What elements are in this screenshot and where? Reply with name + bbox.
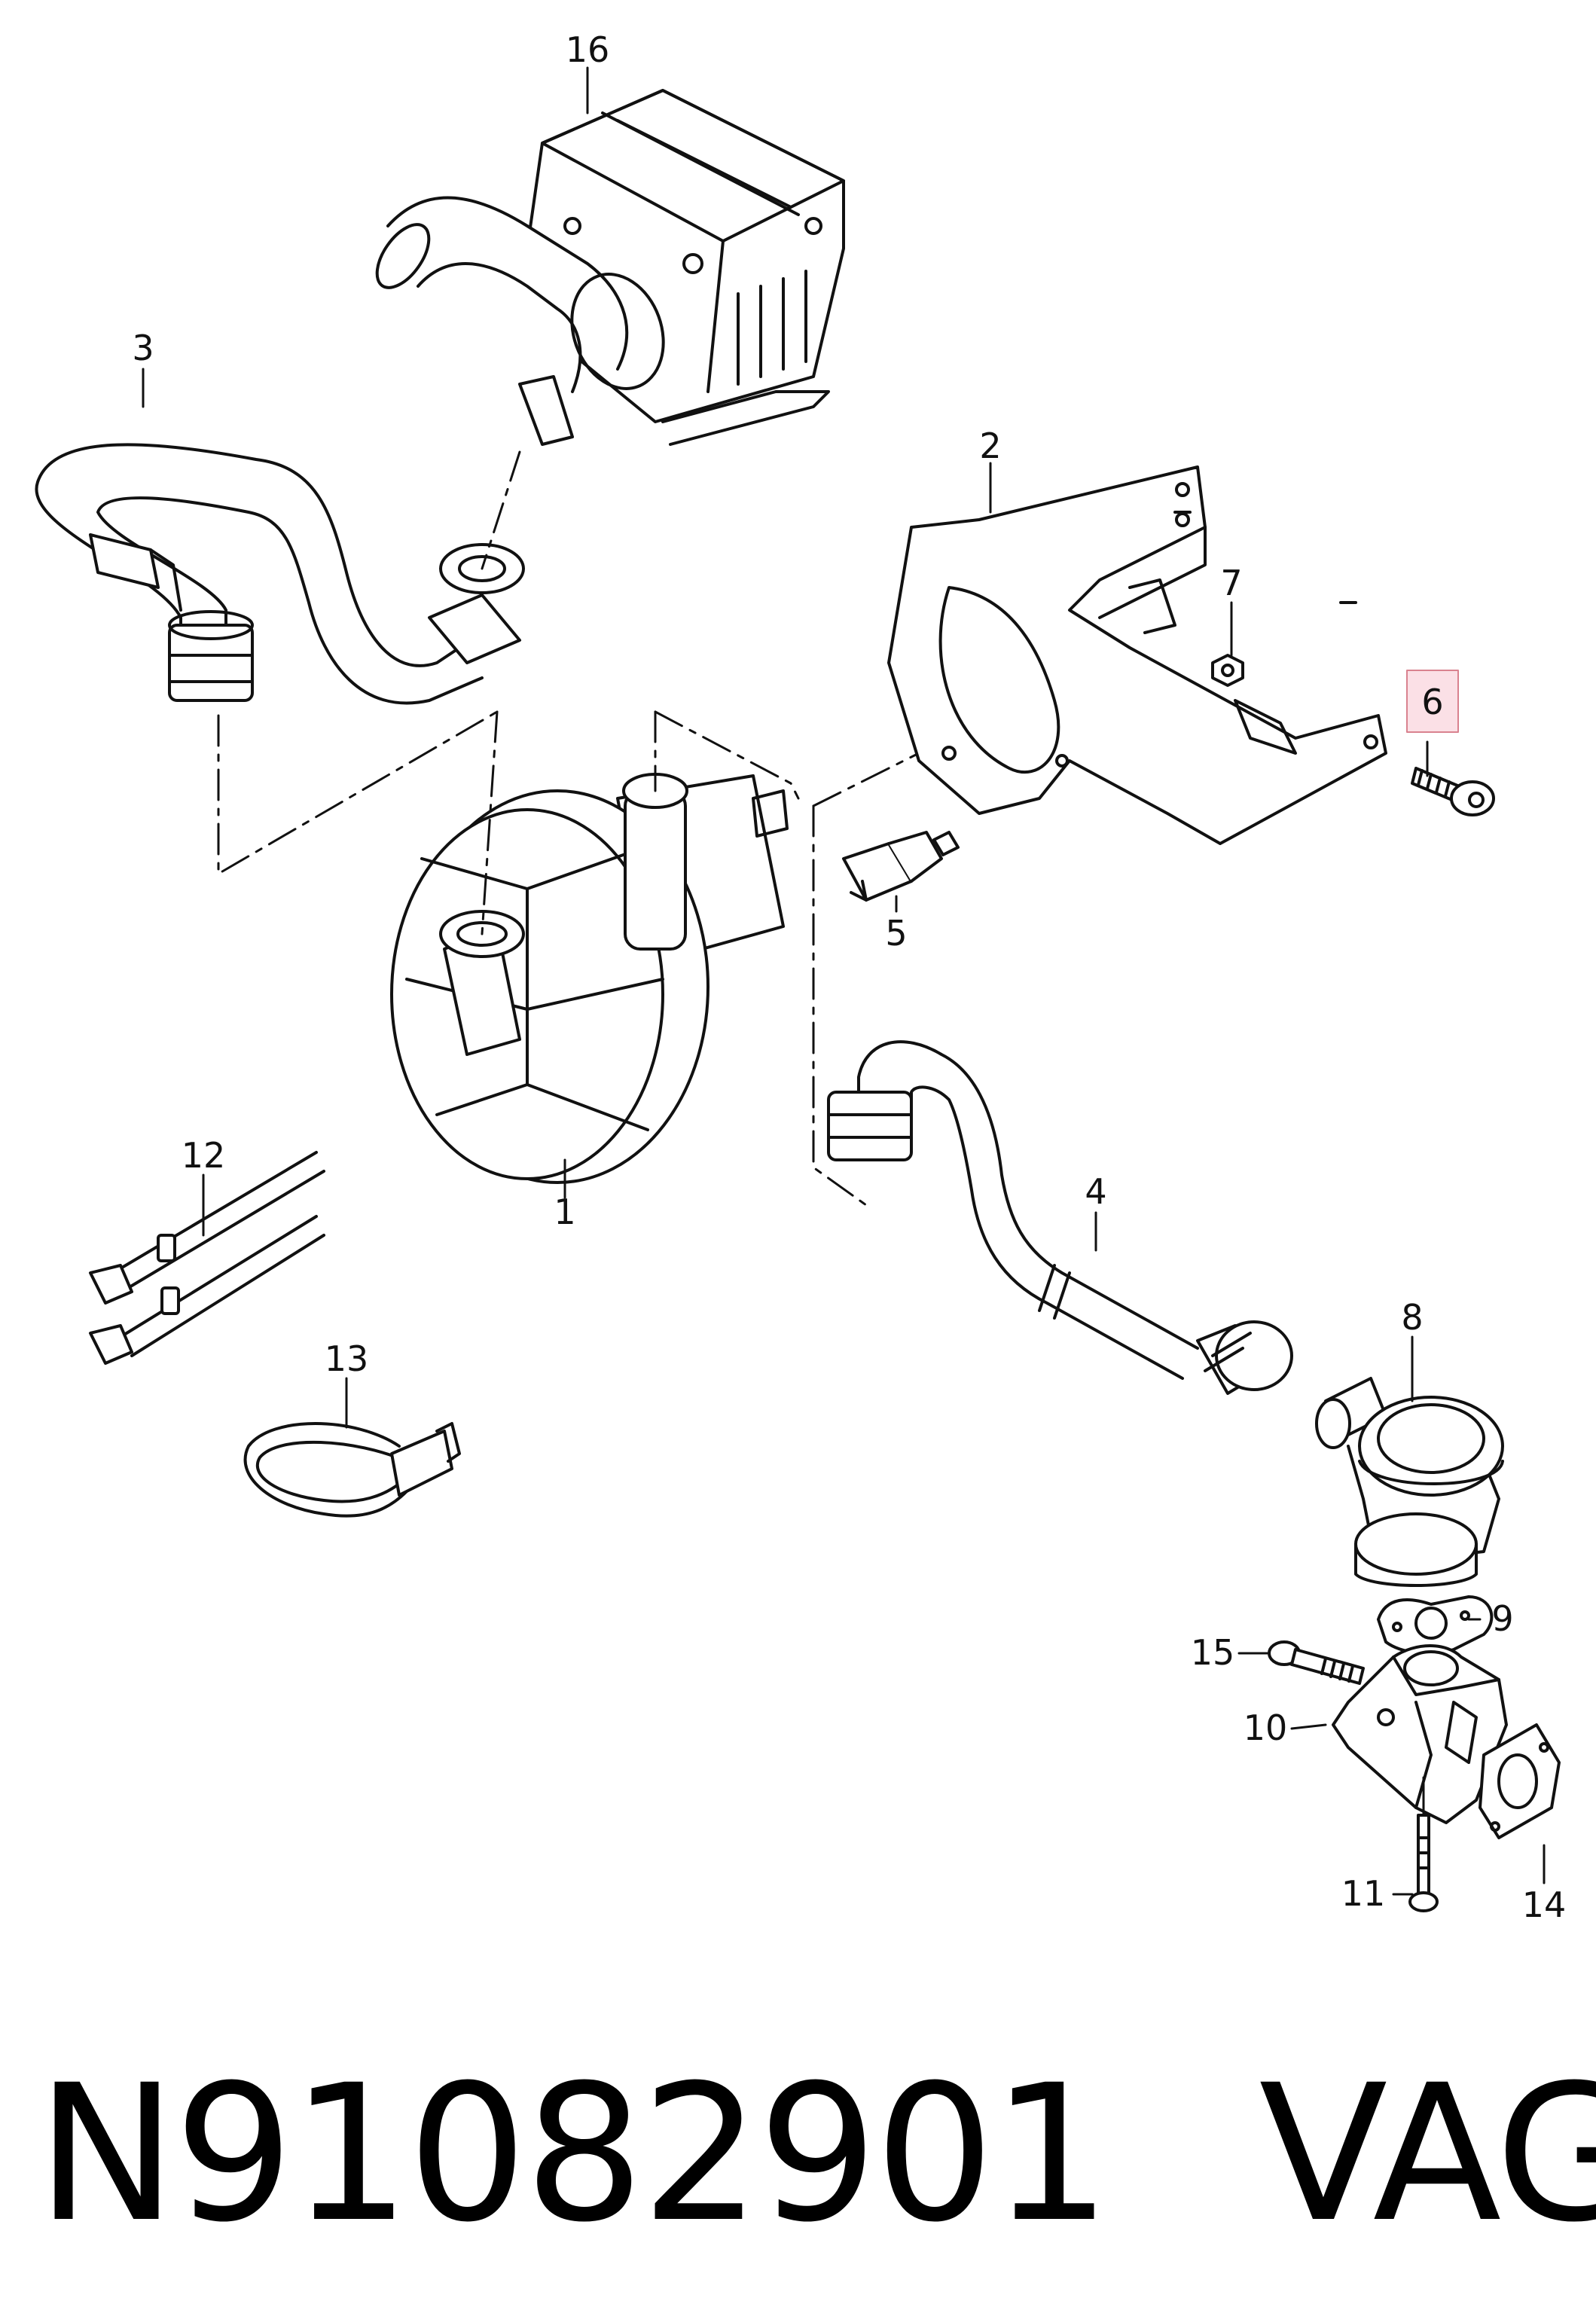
part-number-footer: N91082901 VAG <box>36 2044 1596 2263</box>
brand-name: VAG <box>1259 2044 1596 2263</box>
pressure-sensor <box>842 831 960 902</box>
callout-leaders <box>142 66 1546 1896</box>
gasket-plate <box>1479 1723 1561 1839</box>
part-number: N91082901 <box>36 2044 1111 2263</box>
callout-2: 2 <box>979 426 1001 466</box>
callout-5: 5 <box>885 913 907 954</box>
callout-8: 8 <box>1401 1297 1423 1338</box>
callout-15: 15 <box>1191 1632 1235 1673</box>
callout-10: 10 <box>1244 1707 1288 1748</box>
strap-clamp <box>243 1422 461 1518</box>
callout-13: 13 <box>325 1338 369 1379</box>
mounting-bracket <box>887 465 1387 845</box>
flange-adapter <box>1332 1644 1508 1824</box>
callout-9: 9 <box>1491 1598 1513 1639</box>
callout-6: 6 <box>1421 682 1443 722</box>
short-bolt <box>1408 1814 1439 1912</box>
secondary-air-pump <box>390 773 789 1184</box>
callout-1: 1 <box>554 1192 575 1232</box>
intake-elbow-hose <box>375 196 665 446</box>
callout-6-highlight <box>1406 670 1459 733</box>
nut <box>1211 654 1244 687</box>
long-bolt <box>1268 1640 1365 1685</box>
callout-7: 7 <box>1220 563 1242 603</box>
callout-3: 3 <box>132 328 154 368</box>
bolt-highlighted-part <box>1411 767 1495 816</box>
callout-11: 11 <box>1341 1873 1386 1914</box>
combination-valve <box>1315 1377 1504 1587</box>
air-hose <box>35 443 525 705</box>
callout-4: 4 <box>1085 1171 1106 1212</box>
callout-14: 14 <box>1522 1884 1567 1925</box>
exploded-parts-diagram: 16 3 2 7 6 5 1 12 4 8 13 9 15 10 11 14 <box>35 29 1567 1925</box>
callout-12: 12 <box>182 1135 226 1176</box>
callout-16: 16 <box>566 29 610 70</box>
valve-hose <box>827 1040 1293 1395</box>
cable-ties <box>89 1151 325 1365</box>
